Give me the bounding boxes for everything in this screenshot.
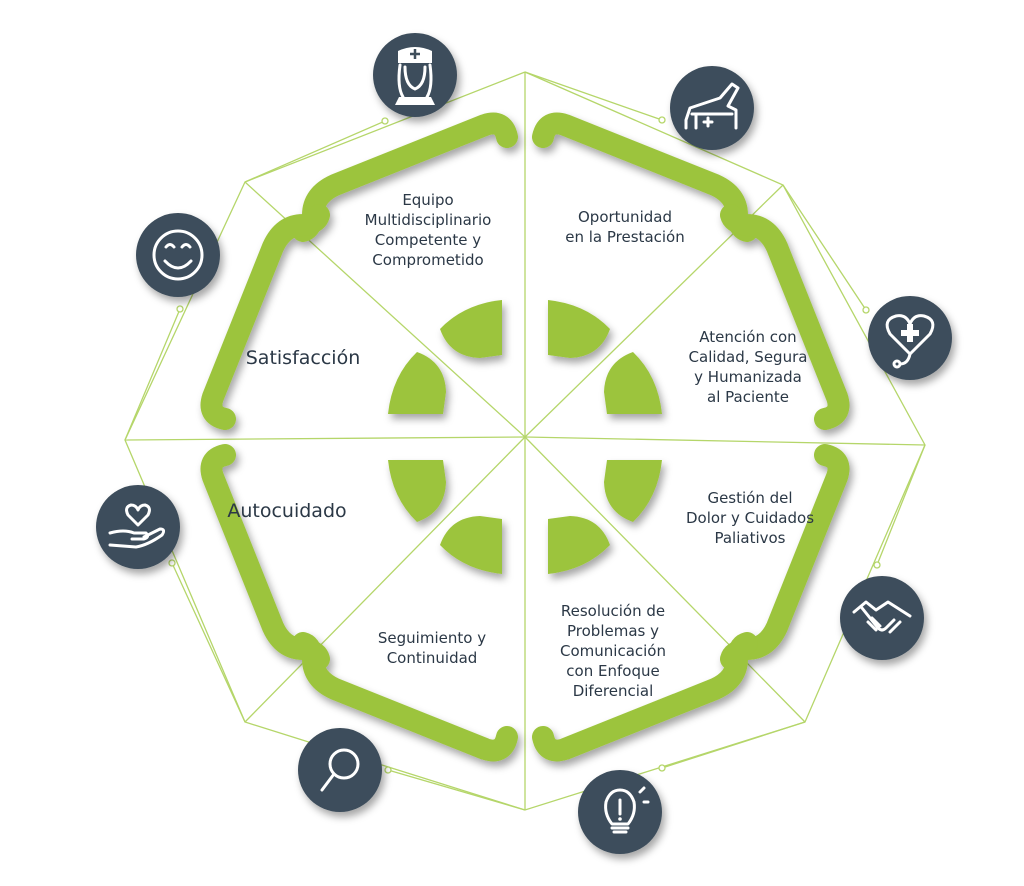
lightbulb-icon bbox=[578, 770, 662, 854]
segment-label-line: Autocuidado bbox=[227, 500, 346, 522]
segment-label-line: Calidad, Segura bbox=[689, 348, 808, 366]
segment-equipo: Equipo Multidisciplinario Competente y C… bbox=[365, 191, 492, 269]
segment-label-line: Problemas y bbox=[567, 622, 659, 640]
icon-connectors bbox=[124, 71, 926, 811]
segment-seguimiento: Seguimiento y Continuidad bbox=[378, 629, 486, 667]
segment-label-line: Continuidad bbox=[387, 649, 478, 667]
handshake-icon bbox=[840, 576, 924, 660]
segment-label-line: Gestión del bbox=[707, 489, 792, 507]
segment-label-line: y Humanizada bbox=[694, 368, 802, 386]
segment-label-line: Resolución de bbox=[561, 602, 665, 620]
segment-label-line: en la Prestación bbox=[565, 228, 684, 246]
heart-stethoscope-icon bbox=[868, 296, 952, 380]
segment-label-line: Paliativos bbox=[714, 529, 785, 547]
segment-resolucion: Resolución de Problemas y Comunicación c… bbox=[560, 602, 666, 700]
segment-label-line: al Paciente bbox=[707, 388, 789, 406]
segment-label-line: con Enfoque bbox=[566, 662, 659, 680]
segment-label-line: Atención con bbox=[699, 328, 796, 346]
segment-label-line: Diferencial bbox=[573, 682, 654, 700]
segment-autocuidado: Autocuidado bbox=[227, 500, 346, 522]
segment-label-line: Comprometido bbox=[372, 251, 483, 269]
segment-label-line: Oportunidad bbox=[578, 208, 672, 226]
segment-satisfaccion: Satisfacción bbox=[246, 347, 361, 369]
segment-label-line: Comunicación bbox=[560, 642, 666, 660]
nurse-icon bbox=[373, 33, 457, 117]
segment-atencion: Atención con Calidad, Segura y Humanizad… bbox=[689, 328, 808, 406]
smiley-icon bbox=[136, 213, 220, 297]
hand-heart-icon bbox=[96, 485, 180, 569]
segment-oportunidad: Oportunidad en la Prestación bbox=[565, 208, 684, 246]
magnifier-icon bbox=[298, 728, 382, 812]
segment-label-line: Seguimiento y bbox=[378, 629, 486, 647]
segment-label-line: Competente y bbox=[375, 231, 482, 249]
outline-lines bbox=[124, 71, 926, 811]
recliner-chair-icon bbox=[670, 66, 754, 150]
segment-label-line: Dolor y Cuidados bbox=[686, 509, 814, 527]
segment-gestion: Gestión del Dolor y Cuidados Paliativos bbox=[686, 489, 814, 547]
segment-label-line: Multidisciplinario bbox=[365, 211, 492, 229]
segment-label-line: Equipo bbox=[402, 191, 453, 209]
segment-label-line: Satisfacción bbox=[246, 347, 361, 369]
